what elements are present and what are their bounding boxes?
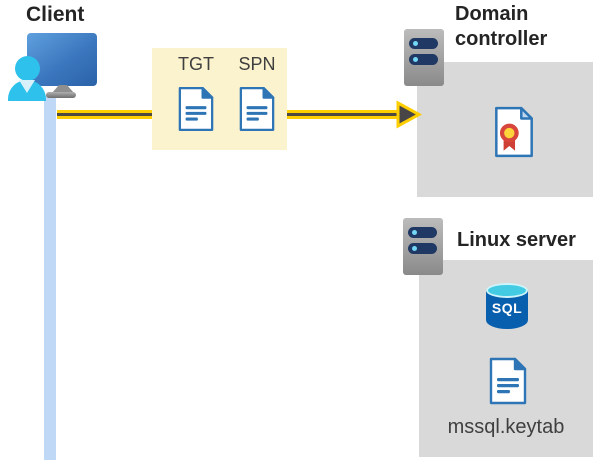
- server-bar: [408, 243, 437, 254]
- person-icon: [15, 56, 40, 81]
- sql-cylinder-top: [486, 283, 528, 298]
- server-bar: [409, 54, 438, 65]
- arrow-head: [396, 100, 423, 129]
- domain-controller-title: Domain controller: [455, 3, 548, 50]
- person-collar: [19, 80, 35, 93]
- monitor-icon: [27, 33, 97, 86]
- sql-label: SQL: [491, 300, 523, 316]
- server-led: [411, 229, 417, 236]
- tgt-label: TGT: [178, 54, 214, 74]
- sql-database-icon: SQL: [486, 283, 528, 329]
- monitor-stand-base: [46, 92, 76, 98]
- certificate-icon: [495, 106, 533, 158]
- server-bar: [409, 38, 438, 49]
- domain-controller-server-icon: [404, 29, 444, 86]
- spn-label: SPN: [238, 54, 276, 74]
- monitor-stand-neck: [52, 85, 74, 93]
- server-led: [412, 40, 418, 47]
- ticket-box: TGT SPN: [152, 48, 287, 150]
- client-timeline-line: [44, 96, 56, 460]
- tgt-document-icon: [178, 86, 214, 132]
- linux-server-icon: [403, 218, 443, 275]
- linux-server-title: Linux server: [457, 229, 576, 251]
- server-led: [412, 56, 418, 63]
- keytab-document-icon: [489, 357, 527, 405]
- spn-document-icon: [239, 86, 275, 132]
- server-bar: [408, 227, 437, 238]
- server-led: [411, 245, 417, 252]
- keytab-file-label: mssql.keytab: [447, 416, 565, 438]
- client-title: Client: [26, 3, 85, 26]
